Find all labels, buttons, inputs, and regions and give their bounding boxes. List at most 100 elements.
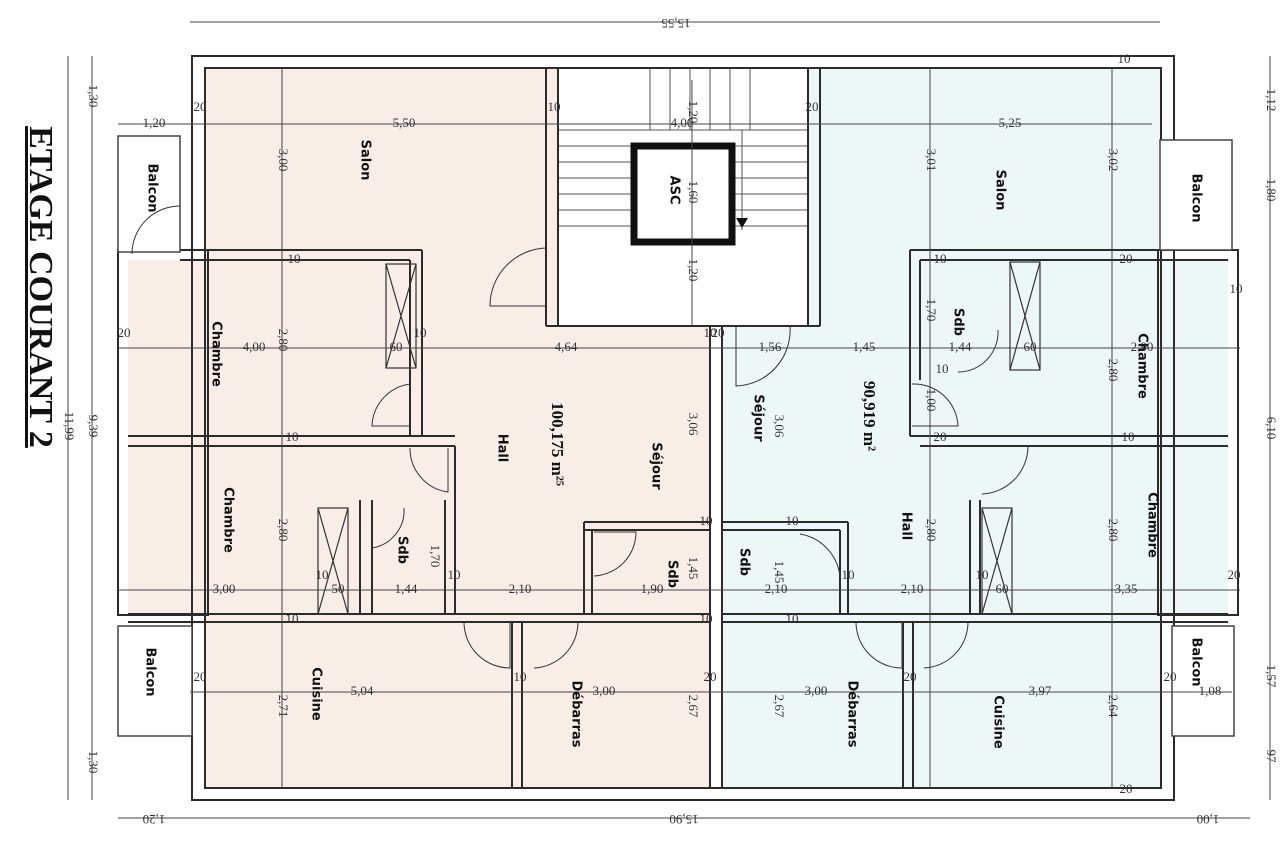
- room-label-sdb: Sdb: [395, 536, 410, 564]
- dimension-wall-thickness: 10: [514, 669, 527, 684]
- dimension-vert-center: 1,45: [686, 557, 701, 580]
- dimension-wall-thickness: 10: [934, 251, 947, 266]
- dimension-wall-thickness: 10: [548, 99, 561, 114]
- dimension-vert-center: 1,20: [686, 101, 701, 124]
- room-label-sdb: Sdb: [665, 560, 680, 588]
- dimension-wall-thickness: 10: [288, 251, 301, 266]
- dimension-row-low: 2,10: [901, 581, 924, 596]
- dimension-top-total: 15,55: [661, 16, 690, 31]
- dimension-wall-thickness: 10: [786, 513, 799, 528]
- door-swings: [131, 205, 1029, 669]
- dimension-right-top: 1,12: [1264, 89, 1279, 112]
- dimension-left-mid: 9,39: [86, 415, 101, 438]
- dimension-bottom-left: 1,20: [143, 812, 166, 827]
- dimension-lines: [67, 21, 1271, 819]
- dimension-row-low: 1,44: [395, 581, 418, 596]
- walls: [117, 55, 1239, 801]
- dimension-left-total: 11,99: [62, 412, 77, 441]
- room-label-sejour: Séjour: [751, 394, 766, 442]
- dimension-row-top: 5,50: [393, 115, 416, 130]
- dimension-row-bottom: 3,00: [593, 683, 616, 698]
- dimension-vert-left: 3,00: [276, 149, 291, 172]
- dimension-right-bottom: 97: [1264, 750, 1279, 764]
- dimension-wall-thickness: 20: [704, 669, 717, 684]
- dimension-wall-thickness: 10: [316, 567, 329, 582]
- dimension-row-top: 4,00: [671, 115, 694, 130]
- dimension-vert-right: 3,02: [1106, 149, 1121, 172]
- dimension-wall-thickness: 20: [806, 99, 819, 114]
- room-label-cuisine: Cuisine: [309, 667, 324, 721]
- dimension-row-top: 5,25: [999, 115, 1022, 130]
- room-label-cuisine: Cuisine: [991, 695, 1006, 749]
- dimension-row-bottom: 5,04: [351, 683, 374, 698]
- dimension-row-low: 1,90: [641, 581, 664, 596]
- dimension-wall-thickness: 20: [1228, 567, 1241, 582]
- dimension-vert-center: 1,20: [686, 259, 701, 282]
- dimension-wall-thickness: 10: [700, 513, 713, 528]
- dimension-left-bottom: 1,30: [86, 751, 101, 774]
- dimension-wall-thickness: 20: [194, 99, 207, 114]
- dimension-vert-right: 2,80: [924, 519, 939, 542]
- room-label-balcon: Balcon: [1189, 637, 1204, 686]
- dimension-row-low: 60: [996, 581, 1009, 596]
- dimension-wall-thickness: 20: [118, 325, 131, 340]
- dimension-wall-thickness: 10: [786, 611, 799, 626]
- room-label-debarras: Débarras: [569, 680, 584, 747]
- dimension-row-mid: 1,56: [759, 339, 782, 354]
- room-label-chambre: Chambre: [209, 321, 224, 387]
- room-label-balcon: Balcon: [1189, 173, 1204, 222]
- dimension-wall-thickness: 10: [842, 567, 855, 582]
- dimension-vert-center: 1,70: [428, 545, 443, 568]
- dimension-row-bottom: 1,08: [1199, 683, 1222, 698]
- room-label-hall: Hall: [495, 434, 510, 463]
- dimension-row-low: 2,10: [509, 581, 532, 596]
- dimension-row-bottom: 3,97: [1029, 683, 1052, 698]
- dimension-vert-center: 2,67: [772, 695, 787, 718]
- room-label-chambre: Chambre: [1135, 333, 1150, 399]
- dimension-row-top: 1,20: [143, 115, 166, 130]
- dimension-row-low: 2,10: [765, 581, 788, 596]
- dimension-wall-thickness: 10: [936, 361, 949, 376]
- dimension-vert-center: 1,70: [924, 299, 939, 322]
- dimension-wall-thickness: 20: [934, 429, 947, 444]
- dimension-bottom-total: 15,90: [669, 812, 698, 827]
- room-label-balcon: Balcon: [143, 647, 158, 696]
- dimension-right-b: 1,57: [1264, 665, 1279, 688]
- dimension-row-low: 3,35: [1115, 581, 1138, 596]
- room-label-sdb: Sdb: [951, 308, 966, 336]
- dimension-vert-center: 1,00: [924, 389, 939, 412]
- room-label-balcon: Balcon: [145, 163, 160, 212]
- dimension-row-low: 50: [332, 581, 345, 596]
- dimension-wall-thickness: 10: [286, 429, 299, 444]
- stair-direction-arrow: [736, 218, 748, 228]
- dimension-wall-thickness: 20: [194, 669, 207, 684]
- dimension-vert-right: 2,80: [1106, 359, 1121, 382]
- room-label-debarras: Débarras: [845, 680, 860, 747]
- dimension-row-mid: 1,45: [853, 339, 876, 354]
- dimension-wall-thickness: 20: [1120, 781, 1133, 796]
- room-label-chambre: Chambre: [1145, 492, 1160, 558]
- dimension-vert-center: 3,06: [686, 413, 701, 436]
- balconies: [117, 135, 1235, 737]
- area-label-right: 90,919 m²: [860, 381, 879, 451]
- dimension-vert-center: 3,06: [772, 415, 787, 438]
- dimension-wall-thickness: 10: [1118, 51, 1131, 66]
- dimension-left-top: 1,30: [86, 85, 101, 108]
- dimension-wall-thickness: 10: [976, 567, 989, 582]
- dimension-row-mid: 1,44: [949, 339, 972, 354]
- dimension-wall-thickness: 20: [1164, 669, 1177, 684]
- elevator-shaft: [630, 142, 736, 246]
- dimension-vert-right: 2,80: [1106, 519, 1121, 542]
- dimension-wall-thickness: 10: [704, 325, 717, 340]
- dimension-wall-thickness: 20: [1120, 251, 1133, 266]
- room-label-hall: Hall: [899, 512, 914, 541]
- closets: [317, 261, 1041, 615]
- dimension-row-bottom: 3,00: [805, 683, 828, 698]
- area-label-left: 100,175 m²⁵: [548, 402, 567, 486]
- dimension-wall-thickness: 10: [286, 611, 299, 626]
- dimension-row-low: 3,00: [213, 581, 236, 596]
- dimension-wall-thickness: 10: [1230, 281, 1243, 296]
- dimension-wall-thickness: 10: [700, 611, 713, 626]
- right-apartment-fill-east: [1158, 260, 1228, 615]
